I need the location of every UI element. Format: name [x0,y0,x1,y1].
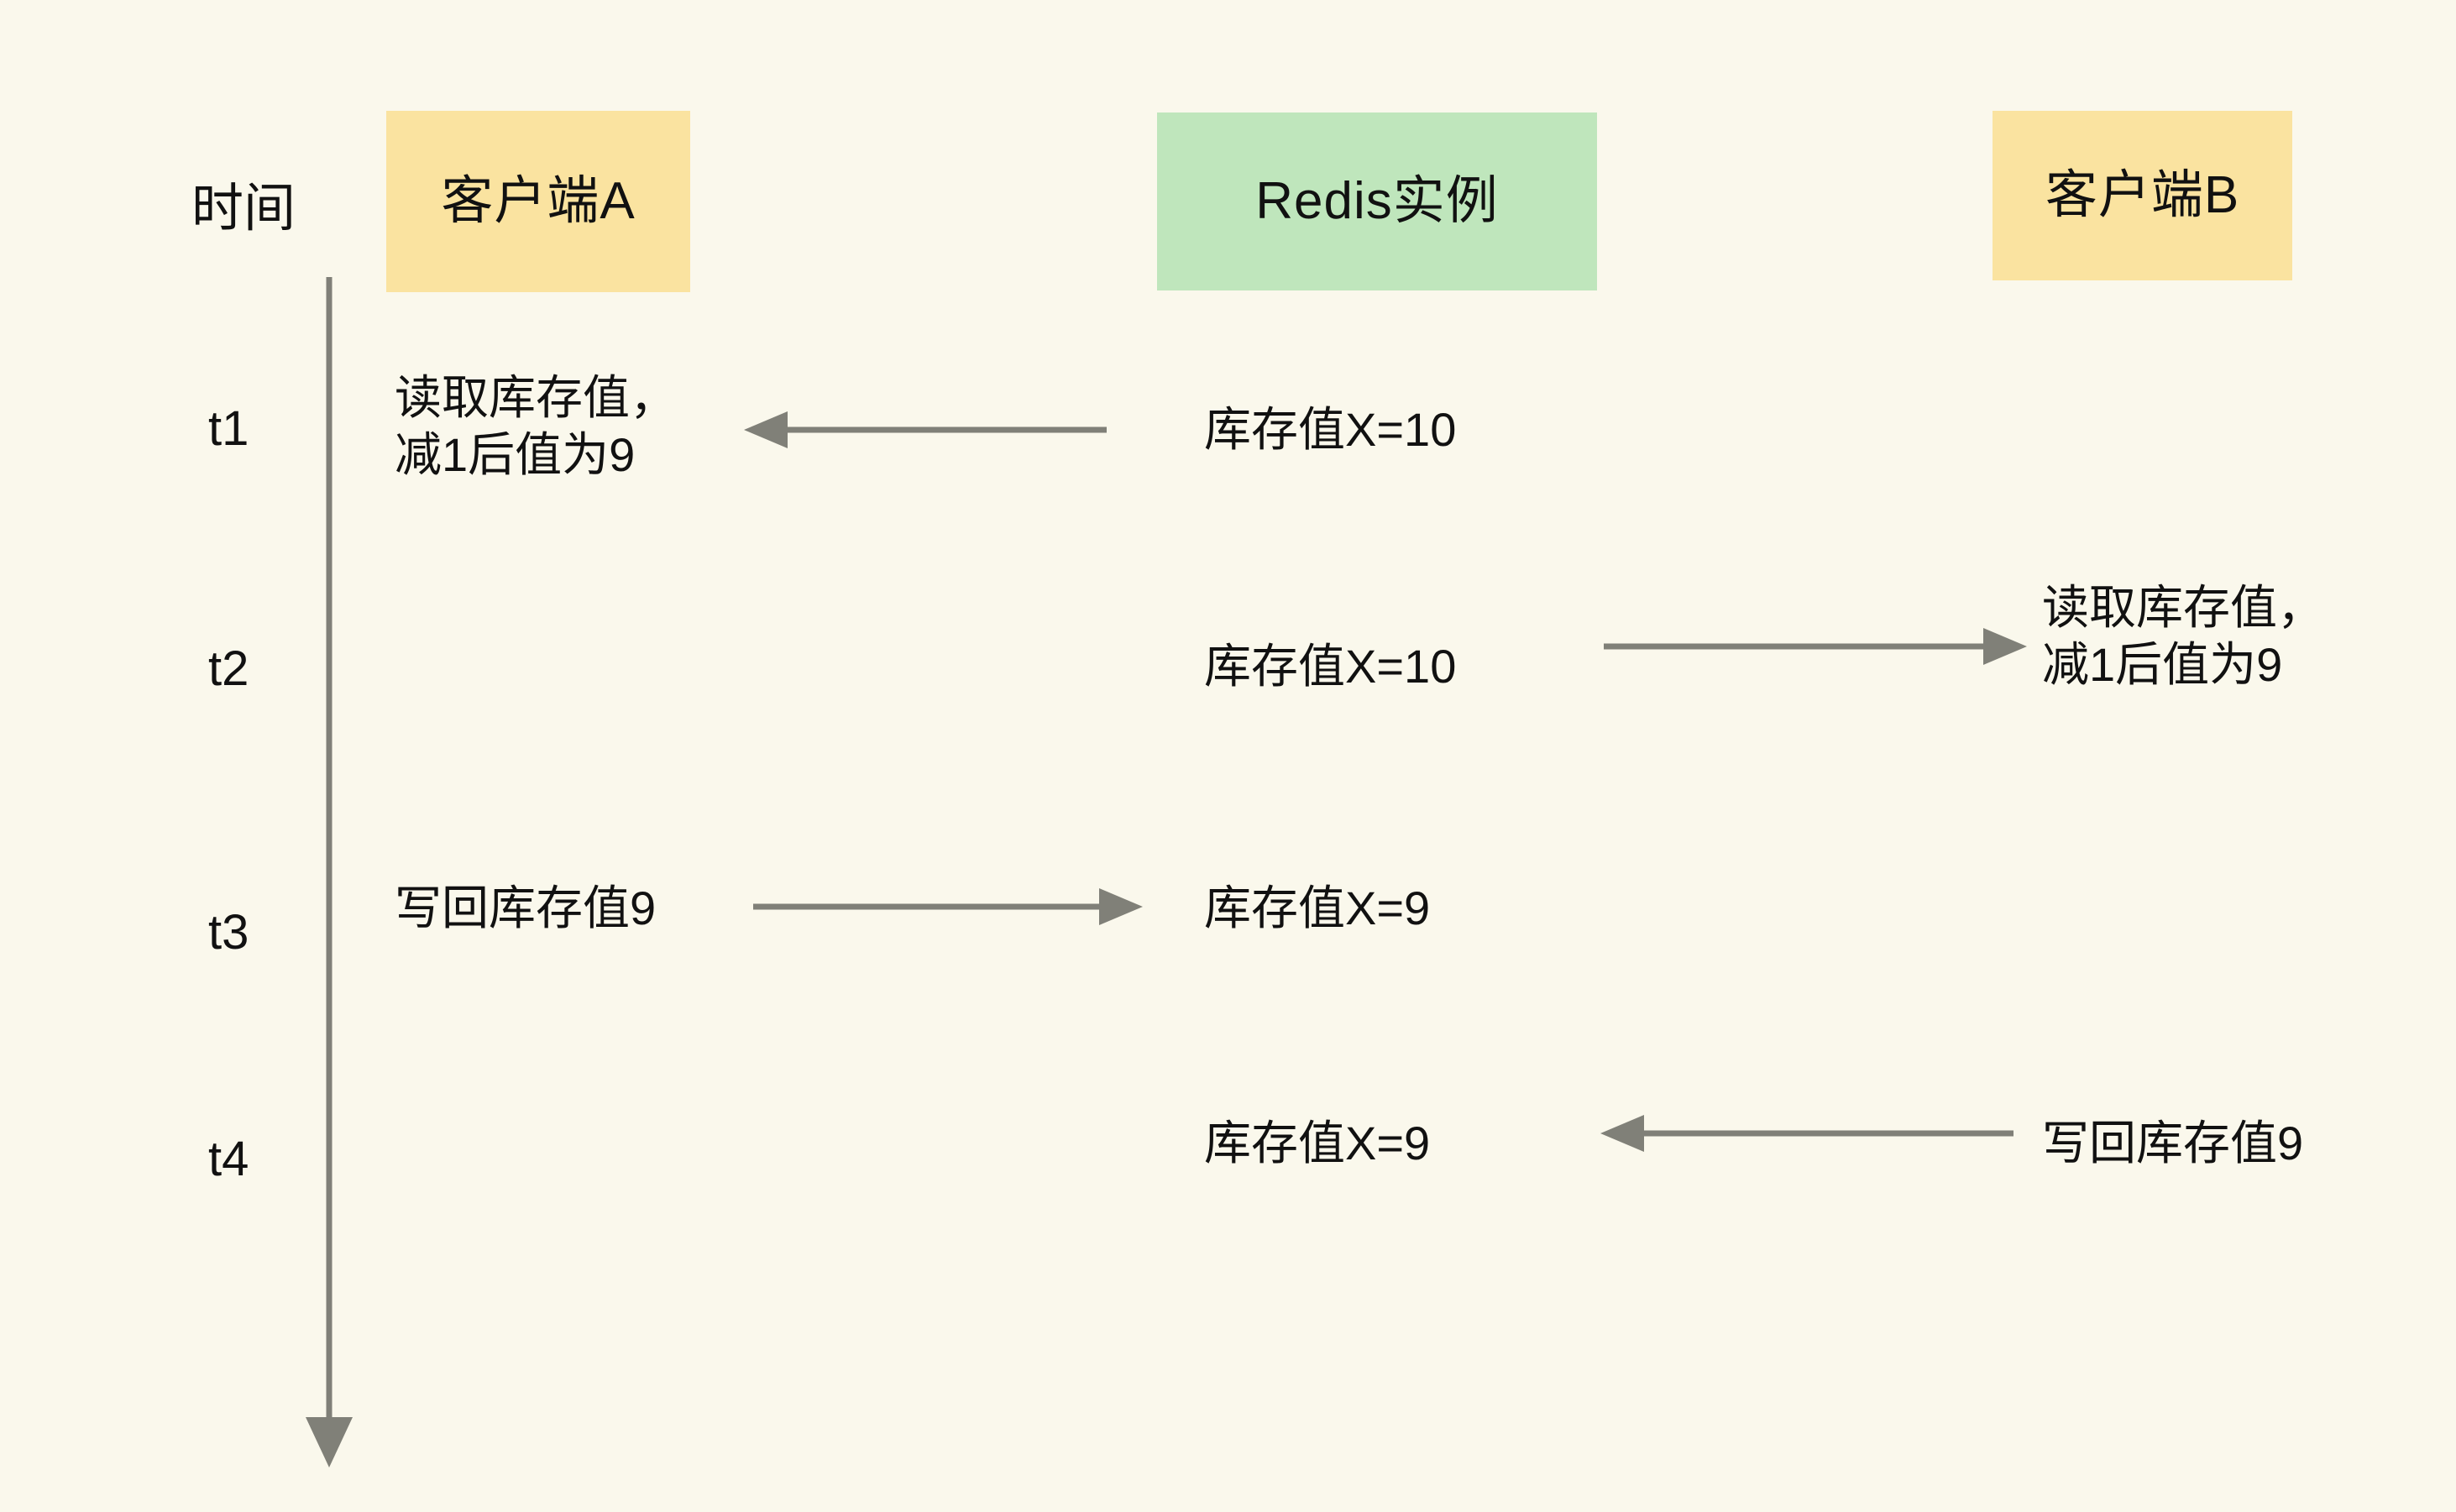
flow-arrow-t4-client-b-to-redis [1600,1115,2014,1152]
column-header-client-b-label: 客户端B [2045,165,2240,224]
column-header-redis-instance-label: Redis实例 [1255,171,1499,230]
time-tick-t4: t4 [208,1132,249,1186]
time-tick-t1: t1 [208,401,249,456]
time-axis-arrow [306,277,353,1468]
message-redis-t3: 库存值X=9 [1204,882,1431,934]
message-redis-t1: 库存值X=10 [1204,403,1457,456]
flow-arrow-t1-redis-to-client-a [744,411,1107,448]
time-tick-t2: t2 [208,641,249,696]
message-redis-t2: 库存值X=10 [1204,640,1457,693]
message-client-a-t3: 写回库存值9 [395,882,657,934]
column-header-client-b: 客户端B [1993,111,2292,280]
flow-arrow-t3-client-a-to-redis [753,888,1143,925]
message-client-b-t4: 写回库存值9 [2042,1117,2304,1169]
time-axis-label: 时间 [191,180,296,238]
message-redis-t4: 库存值X=9 [1204,1117,1431,1169]
flow-arrow-t2-redis-to-client-b [1604,628,2027,665]
column-header-redis-instance: Redis实例 [1157,112,1597,290]
message-client-a-t1: 读取库存值， 减1后值为9 [395,371,677,482]
column-header-client-a: 客户端A [386,111,690,292]
time-tick-t3: t3 [208,905,249,960]
column-header-client-a-label: 客户端A [441,171,636,230]
message-client-b-t2: 读取库存值， 减1后值为9 [2042,581,2324,692]
